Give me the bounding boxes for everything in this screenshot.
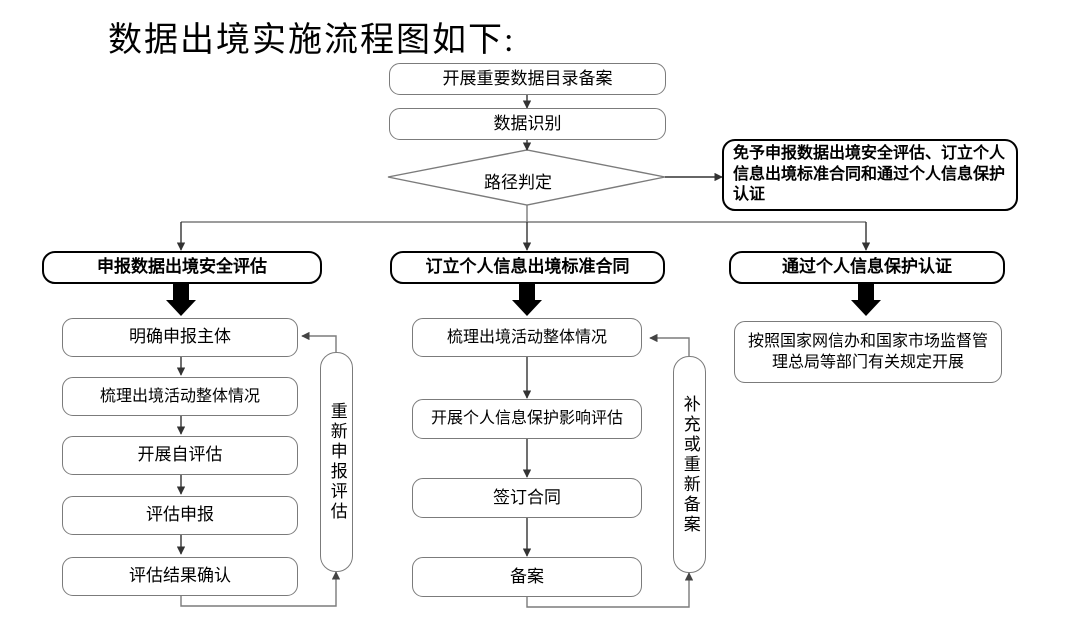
step-right-1[interactable]: 按照国家网信办和国家市场监督管理总局等部门有关规定开展 [734,321,1002,383]
step-left-4[interactable]: 评估申报 [62,496,298,535]
connector-left-feedback-top [301,331,337,352]
step-left-1[interactable]: 明确申报主体 [62,318,298,357]
block-arrow-branch-1 [166,284,196,316]
node-label: 评估结果确认 [129,566,231,586]
block-arrow-branch-3 [851,284,881,316]
node-label: 补充或重新备案 [680,394,700,535]
branch-header-security-assessment[interactable]: 申报数据出境安全评估 [42,251,322,284]
decision-label: 路径判定 [484,173,552,192]
node-label: 数据识别 [493,113,562,133]
node-label: 签订合同 [493,487,561,507]
node-label: 明确申报主体 [129,327,231,347]
node-exempt-box[interactable]: 免予申报数据出境安全评估、订立个人信息出境标准合同和通过个人信息保护认证 [722,139,1018,211]
node-label: 申报数据出境安全评估 [97,257,267,277]
step-mid-2[interactable]: 开展个人信息保护影响评估 [412,399,642,439]
step-left-5[interactable]: 评估结果确认 [62,557,298,596]
feedback-mid-refile[interactable]: 补充或重新备案 [673,356,706,573]
connector-mid-feedback-top [649,333,690,356]
node-label: 免予申报数据出境安全评估、订立个人信息出境标准合同和通过个人信息保护认证 [733,144,1006,204]
step-mid-3[interactable]: 签订合同 [412,478,642,518]
node-label: 评估申报 [146,505,214,525]
node-label: 通过个人信息保护认证 [782,257,952,277]
node-label: 梳理出境活动整体情况 [99,387,260,405]
feedback-left-reapply[interactable]: 重新申报评估 [320,352,353,572]
block-arrow-branch-2 [512,284,542,316]
node-label: 按照国家网信办和国家市场监督管理总局等部门有关规定开展 [747,332,988,371]
step-mid-4[interactable]: 备案 [412,557,642,597]
page-title: 数据出境实施流程图如下: [108,22,516,59]
node-label: 开展重要数据目录备案 [442,68,613,88]
branch-header-standard-contract[interactable]: 订立个人信息出境标准合同 [390,251,665,284]
node-label: 开展自评估 [137,445,223,465]
node-label: 重新申报评估 [327,402,347,522]
node-label: 订立个人信息出境标准合同 [425,257,630,277]
step-left-3[interactable]: 开展自评估 [62,436,298,475]
node-label: 梳理出境活动整体情况 [446,328,607,346]
connector-mid-feedback-bottom [526,572,694,608]
node-label: 开展个人信息保护影响评估 [430,410,623,428]
connector-left-feedback-bottom [180,571,341,607]
node-label: 备案 [510,566,544,586]
step-left-2[interactable]: 梳理出境活动整体情况 [62,377,298,416]
step-mid-1[interactable]: 梳理出境活动整体情况 [412,318,642,357]
node-record-filing[interactable]: 开展重要数据目录备案 [389,63,666,95]
branch-header-certification[interactable]: 通过个人信息保护认证 [729,251,1005,284]
node-data-identification[interactable]: 数据识别 [389,108,666,140]
